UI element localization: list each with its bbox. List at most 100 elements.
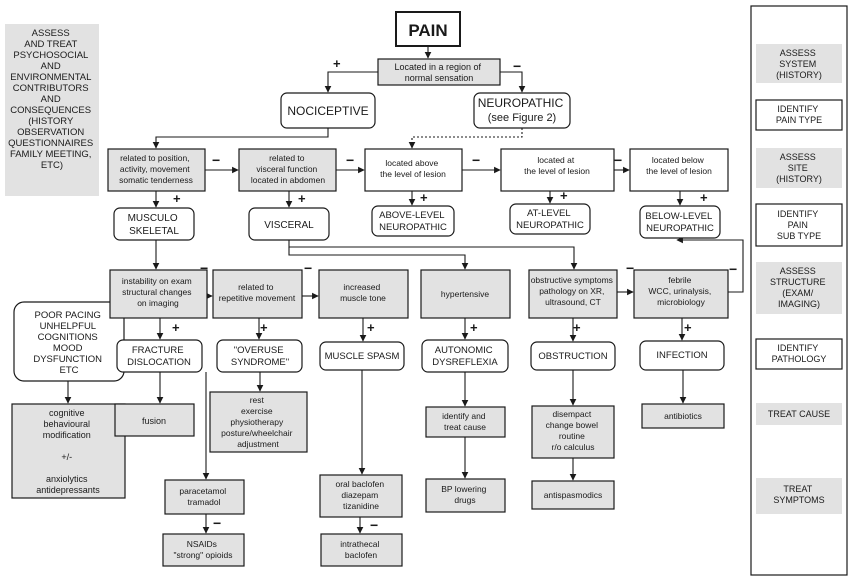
svg-text:located at the level of: located at the level of lesion (524, 155, 590, 176)
svg-text:TREAT SYMPTOMS: TREAT SYMPTOMS (773, 484, 824, 505)
svg-text:VISCERAL: VISCERAL (264, 220, 314, 231)
psychosocial-assessment-box: ASSESS AND TREAT PSYCHOSOCIAL AND ENVIRO… (5, 24, 99, 196)
instability-question-box: instability on exam structural changes o… (109, 269, 208, 319)
minus-sign: − (513, 58, 521, 74)
psychosocial-treatment-box: cognitive behavioural modification +/- a… (11, 403, 126, 499)
svg-text:rest exercise phys: rest exercise physiotherapy posture/whee… (221, 395, 295, 449)
svg-text:BP lowering drugs: BP lowering drugs (441, 484, 489, 505)
visceral-box: VISCERAL (248, 207, 330, 241)
febrile-question-box: febrile WCC, urinalysis, microbiology (633, 269, 729, 319)
fusion-box: fusion (114, 403, 195, 437)
nociceptive-box: NOCICEPTIVE (280, 92, 376, 129)
svg-text:antibiotics: antibiotics (664, 411, 702, 421)
svg-text:"OVERUSE SYNDROME": "OVERUSE SYNDROME" (231, 345, 289, 368)
svg-text:IDENTIFY PATHOLOGY: IDENTIFY PATHOLOGY (772, 343, 827, 364)
minus-sign: − (472, 152, 480, 168)
step-assess-structure: ASSESS STRUCTURE (EXAM/ IMAGING) (756, 262, 842, 314)
hypertensive-question-box: hypertensive (420, 269, 511, 319)
svg-text:located above the level: located above the level of lesion (380, 158, 446, 179)
minus-sign: − (370, 517, 378, 533)
svg-text:related to visceral func: related to visceral function located in … (251, 153, 325, 185)
svg-text:TREAT CAUSE: TREAT CAUSE (768, 409, 830, 419)
fracture-box: FRACTURE DISLOCATION (116, 339, 203, 373)
plus-sign: + (684, 320, 692, 335)
svg-text:Located in a region of n: Located in a region of normal sensation (394, 62, 483, 83)
plus-sign: + (298, 191, 306, 206)
svg-text:related to position, act: related to position, activity, movement … (119, 153, 193, 185)
steps-panel: ASSESS SYSTEM (HISTORY) IDENTIFY PAIN TY… (750, 5, 848, 576)
svg-text:fusion: fusion (142, 416, 166, 426)
svg-text:located below the level: located below the level of lesion (646, 155, 712, 176)
minus-sign: − (304, 260, 312, 276)
plus-sign: + (560, 188, 568, 203)
repetitive-question-box: related to repetitive movement (212, 269, 303, 319)
svg-text:FRACTURE DISLOCATION: FRACTURE DISLOCATION (127, 345, 191, 368)
minus-sign: − (213, 515, 221, 531)
svg-text:increased muscle tone: increased muscle tone (340, 282, 386, 303)
step-assess-system: ASSESS SYSTEM (HISTORY) (756, 44, 842, 83)
plus-sign: + (173, 191, 181, 206)
step-identify-pathology: IDENTIFY PATHOLOGY (755, 338, 843, 370)
minus-sign: − (346, 152, 354, 168)
svg-text:paracetamol tramadol: paracetamol tramadol (179, 486, 228, 507)
svg-text:AT-LEVEL NEUROPATHIC: AT-LEVEL NEUROPATHIC (516, 208, 584, 231)
plus-sign: + (420, 190, 428, 205)
obstructive-question-box: obstructive symptoms pathology on XR, ul… (528, 269, 618, 319)
above-level-question-box: located above the level of lesion (364, 148, 463, 192)
svg-text:MUSCLE SPASM: MUSCLE SPASM (325, 351, 400, 362)
svg-text:disempact change bowel: disempact change bowel routine r/o calcu… (546, 409, 601, 452)
tone-question-box: increased muscle tone (318, 269, 409, 319)
infection-box: INFECTION (639, 340, 725, 371)
psychosocial-treatment-text: cognitive behavioural modification +/- a… (36, 408, 100, 495)
svg-text:antispasmodics: antispasmodics (544, 490, 603, 500)
location-question-box: Located in a region of normal sensation (377, 58, 501, 86)
svg-text:identify and treat cause: identify and treat cause (442, 411, 488, 432)
svg-text:NSAIDs "strong" opioids: NSAIDs "strong" opioids (174, 539, 233, 560)
dysreflexia-box: AUTONOMIC DYSREFLEXIA (421, 339, 509, 373)
intrathecal-box: intrathecal baclofen (320, 533, 403, 567)
svg-text:NOCICEPTIVE: NOCICEPTIVE (287, 104, 368, 118)
antispasmodics-box: antispasmodics (531, 480, 615, 510)
svg-text:NEUROPATHIC (see Figure: NEUROPATHIC (see Figure 2) (478, 96, 567, 124)
plus-sign: + (470, 320, 478, 335)
svg-text:ASSESS SYSTEM: ASSESS SYSTEM (HISTORY) (776, 48, 822, 80)
paracetamol-box: paracetamol tramadol (164, 479, 245, 515)
obstruction-box: OBSTRUCTION (530, 341, 616, 371)
svg-text:ASSESS STRUCTURE: ASSESS STRUCTURE (EXAM/ IMAGING) (770, 266, 828, 309)
svg-text:IDENTIFY PAIN TYPE: IDENTIFY PAIN TYPE (776, 104, 822, 125)
svg-text:BELOW-LEVEL NEUROPATHIC: BELOW-LEVEL NEUROPATHIC (645, 211, 714, 234)
disempact-box: disempact change bowel routine r/o calcu… (531, 405, 615, 459)
neuropathic-box: NEUROPATHIC (see Figure 2) (473, 92, 571, 129)
svg-text:hypertensive: hypertensive (441, 289, 489, 299)
position-question-box: related to position, activity, movement … (107, 148, 206, 192)
overuse-box: "OVERUSE SYNDROME" (216, 339, 303, 373)
svg-text:INFECTION: INFECTION (656, 350, 707, 361)
below-level-box: BELOW-LEVEL NEUROPATHIC (639, 205, 721, 239)
baclofen-box: oral baclofen diazepam tizanidine (319, 474, 403, 518)
step-identify-pain-type: IDENTIFY PAIN TYPE (755, 99, 843, 131)
svg-text:instability on exam stru: instability on exam structural changes o… (122, 276, 194, 308)
svg-text:obstructive symptoms pat: obstructive symptoms pathology on XR, ul… (531, 275, 616, 307)
plus-sign: + (172, 320, 180, 335)
above-level-box: ABOVE-LEVEL NEUROPATHIC (371, 205, 455, 237)
step-treat-cause: TREAT CAUSE (756, 403, 842, 425)
pain-title: PAIN (408, 21, 447, 40)
svg-text:febrile WCC, urinalysis,: febrile WCC, urinalysis, microbiology (648, 275, 713, 307)
minus-sign: − (626, 260, 634, 276)
svg-text:related to repetitive mo: related to repetitive movement (219, 282, 296, 303)
plus-sign: + (700, 190, 708, 205)
svg-text:OBSTRUCTION: OBSTRUCTION (538, 351, 607, 362)
svg-text:MUSCULO SKELETAL: MUSCULO SKELETAL (128, 213, 181, 237)
minus-sign: − (200, 260, 208, 276)
plus-sign: + (333, 56, 341, 71)
muscle-spasm-box: MUSCLE SPASM (319, 341, 405, 371)
svg-text:intrathecal baclofen: intrathecal baclofen (340, 539, 382, 560)
svg-text:oral baclofen diazepam: oral baclofen diazepam tizanidine (335, 479, 386, 511)
bp-lowering-box: BP lowering drugs (425, 478, 506, 513)
minus-sign: − (729, 261, 737, 277)
visceral-question-box: related to visceral function located in … (238, 148, 337, 192)
svg-text:ASSESS SITE (H: ASSESS SITE (HISTORY) (776, 152, 822, 184)
psychosocial-factors-box: POOR PACING UNHELPFUL COGNITIONS MOOD DY… (13, 301, 125, 382)
pain-title-box: PAIN (395, 11, 461, 47)
